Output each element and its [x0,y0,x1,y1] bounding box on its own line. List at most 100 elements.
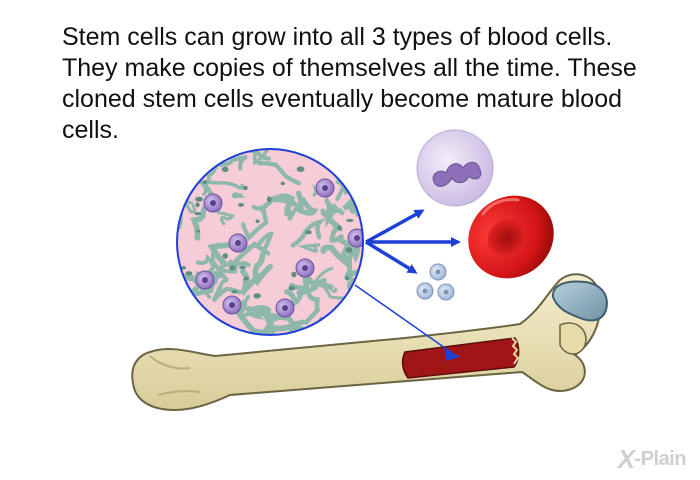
stromal-nucleus [345,276,350,281]
logo-mark: X [617,443,635,474]
stromal-cell [329,149,363,155]
stem-cell-nucleus [322,185,328,191]
stromal-nucleus [337,225,342,231]
stromal-nucleus [243,276,250,281]
stromal-cell [295,190,319,216]
stromal-nucleus [229,265,236,271]
bone-condyle-detail [149,355,201,396]
stromal-cell [252,149,273,166]
stromal-cell [251,193,276,213]
stromal-cell [177,160,194,193]
stromal-cell [290,218,327,248]
stromal-nucleus [221,166,229,173]
arrow-to-white-cell [365,209,425,244]
stromal-cell [297,243,321,253]
stromal-cell [215,154,248,171]
stromal-nucleus [239,265,247,270]
femur-bone-icon [131,273,608,412]
red-blood-cell-icon [468,195,554,279]
stromal-cell [177,149,195,165]
stromal-nucleus [194,212,202,216]
stromal-nucleus [319,158,325,163]
stromal-nucleus [288,285,296,291]
stromal-nucleus [231,290,238,294]
stromal-cell [320,198,344,232]
logo-text: -Plain [634,447,687,470]
stem-cell-nucleus [302,265,308,271]
bone-marrow-magnifier [176,148,364,336]
stromal-nucleus [184,310,192,315]
stem-cell-nucleus [235,240,241,246]
stromal-cell [245,231,274,252]
pointer-arrowhead [445,348,460,361]
arrow-to-platelets [365,240,418,274]
stromal-nucleus [222,150,230,156]
red-cell-highlight [481,198,520,216]
stromal-nucleus [346,247,353,254]
bone-marrow-cavity [401,337,520,379]
stromal-cell [216,211,236,226]
femoral-head-cartilage [551,280,608,322]
stromal-nucleus [177,302,180,306]
stromal-nucleus [306,149,314,155]
stromal-nucleus [202,180,208,185]
stromal-nucleus [266,196,272,203]
stromal-nucleus [311,328,317,334]
stem-cell-nucleus [354,235,360,241]
white-blood-cell-icon [416,129,494,207]
stromal-nucleus [189,150,198,155]
stem-cell-nucleus [202,277,208,283]
stromal-nucleus [222,253,228,259]
x-plain-logo: X -Plain [617,443,687,474]
stromal-cell [231,192,246,199]
white-cell-nucleus [432,161,482,187]
stromal-cell [346,318,363,334]
stem-cell-nucleus [210,200,216,206]
stromal-nucleus [195,196,204,202]
stromal-cell [263,311,291,322]
stromal-nucleus [238,203,244,207]
stromal-cell [320,244,351,270]
stromal-cell [252,252,273,287]
stromal-cell [203,180,245,190]
stromal-cell [177,184,190,202]
stromal-cell [228,259,251,268]
stromal-nucleus [195,202,200,208]
stromal-cell [269,193,297,217]
stromal-cell [336,236,361,264]
stromal-nucleus [296,166,305,172]
stromal-nucleus [180,153,188,158]
stem-cell-nucleus [229,302,235,308]
spongy-bone-edge [511,337,520,365]
stromal-cell [211,284,242,303]
stromal-nucleus [304,230,312,235]
stromal-cell [256,160,301,186]
stromal-cell [313,266,348,300]
pointer-to-marrow [354,284,456,356]
stromal-nucleus [291,271,297,278]
stromal-nucleus [347,324,355,330]
stromal-nucleus [255,219,260,223]
stromal-nucleus [253,293,261,299]
stromal-nucleus [242,185,248,191]
stromal-nucleus [196,229,201,233]
caption-text: Stem cells can grow into all 3 types of … [62,23,637,144]
stromal-cell [345,168,363,188]
stem-cell-nucleus [282,305,288,311]
stromal-nucleus [181,266,186,270]
stromal-cell [189,203,211,241]
stromal-cell [284,284,319,309]
stromal-cell [245,305,278,333]
stromal-cell [289,266,318,292]
stromal-cell [177,150,199,186]
stromal-nucleus [185,271,193,276]
bone-trochanter [559,322,587,355]
stromal-nucleus [280,181,285,186]
stromal-cell [201,160,219,196]
stromal-cell [241,206,269,242]
stromal-nucleus [343,149,350,151]
platelets-icon [416,263,455,301]
stromal-cell [303,290,320,325]
stromal-nucleus [346,218,354,222]
